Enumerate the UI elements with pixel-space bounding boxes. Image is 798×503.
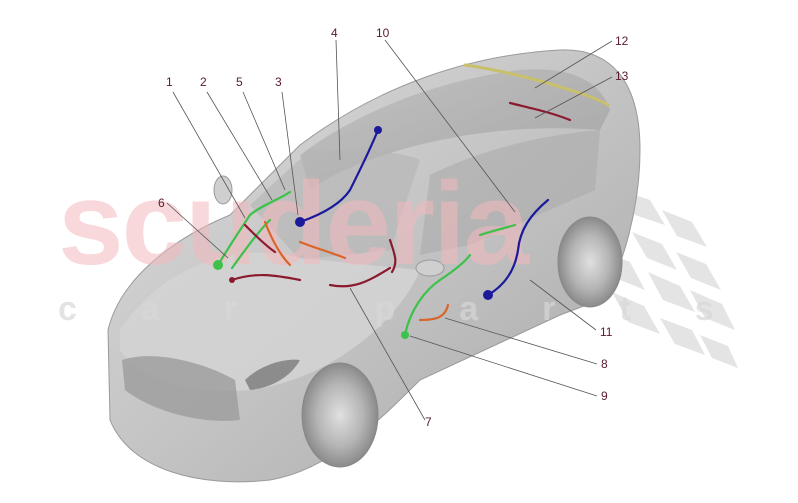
harness-green-front [216,190,292,267]
harness-maroon-roof [508,101,572,122]
harness-yellow-roof [463,63,610,107]
callout-5[interactable]: 5 [236,75,243,89]
harness-orange-front [298,240,347,260]
callout-10[interactable]: 10 [376,26,390,40]
callout-7[interactable]: 7 [425,415,432,429]
harness-blue-dash [298,128,380,224]
harness-maroon-front [230,273,302,282]
callout-11[interactable]: 11 [600,325,613,339]
callout-12[interactable]: 12 [615,34,629,48]
callout-13[interactable]: 13 [615,69,629,83]
callout-6[interactable]: 6 [158,196,165,210]
callout-2[interactable]: 2 [200,75,207,89]
callout-4[interactable]: 4 [331,26,338,40]
callout-9[interactable]: 9 [601,389,608,403]
callout-3[interactable]: 3 [275,75,282,89]
harness-blue-rear-door [486,198,550,297]
callout-1[interactable]: 1 [166,75,173,89]
callout-8[interactable]: 8 [601,357,608,371]
harness-green-door [403,253,472,337]
harness-maroon-dash [328,266,392,288]
